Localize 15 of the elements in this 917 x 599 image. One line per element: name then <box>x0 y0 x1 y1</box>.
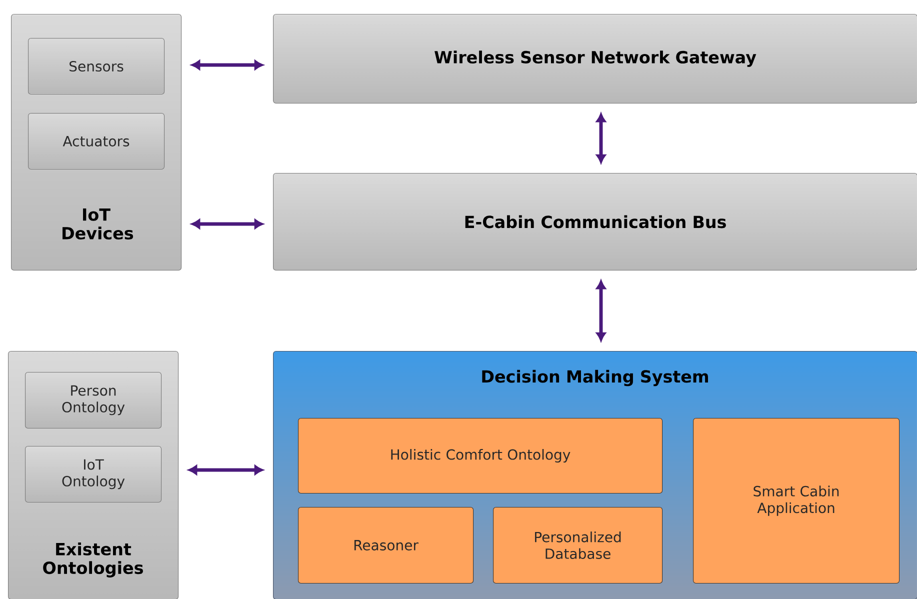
double-arrow <box>192 60 264 70</box>
module-box: Smart Cabin Application <box>693 418 900 584</box>
component-box: IoT Ontology <box>25 446 162 503</box>
module-box: Reasoner <box>298 507 474 584</box>
component-box: Actuators <box>28 113 165 170</box>
double-arrow <box>596 114 606 164</box>
component-box: Sensors <box>28 38 165 95</box>
component-box: Person Ontology <box>25 372 162 429</box>
double-arrow <box>596 280 606 342</box>
component-box: E-Cabin Communication Bus <box>273 173 917 271</box>
module-box: Personalized Database <box>493 507 663 584</box>
double-arrow <box>192 219 264 229</box>
component-box: Wireless Sensor Network Gateway <box>273 14 917 104</box>
module-box: Holistic Comfort Ontology <box>298 418 663 494</box>
double-arrow <box>188 465 264 475</box>
